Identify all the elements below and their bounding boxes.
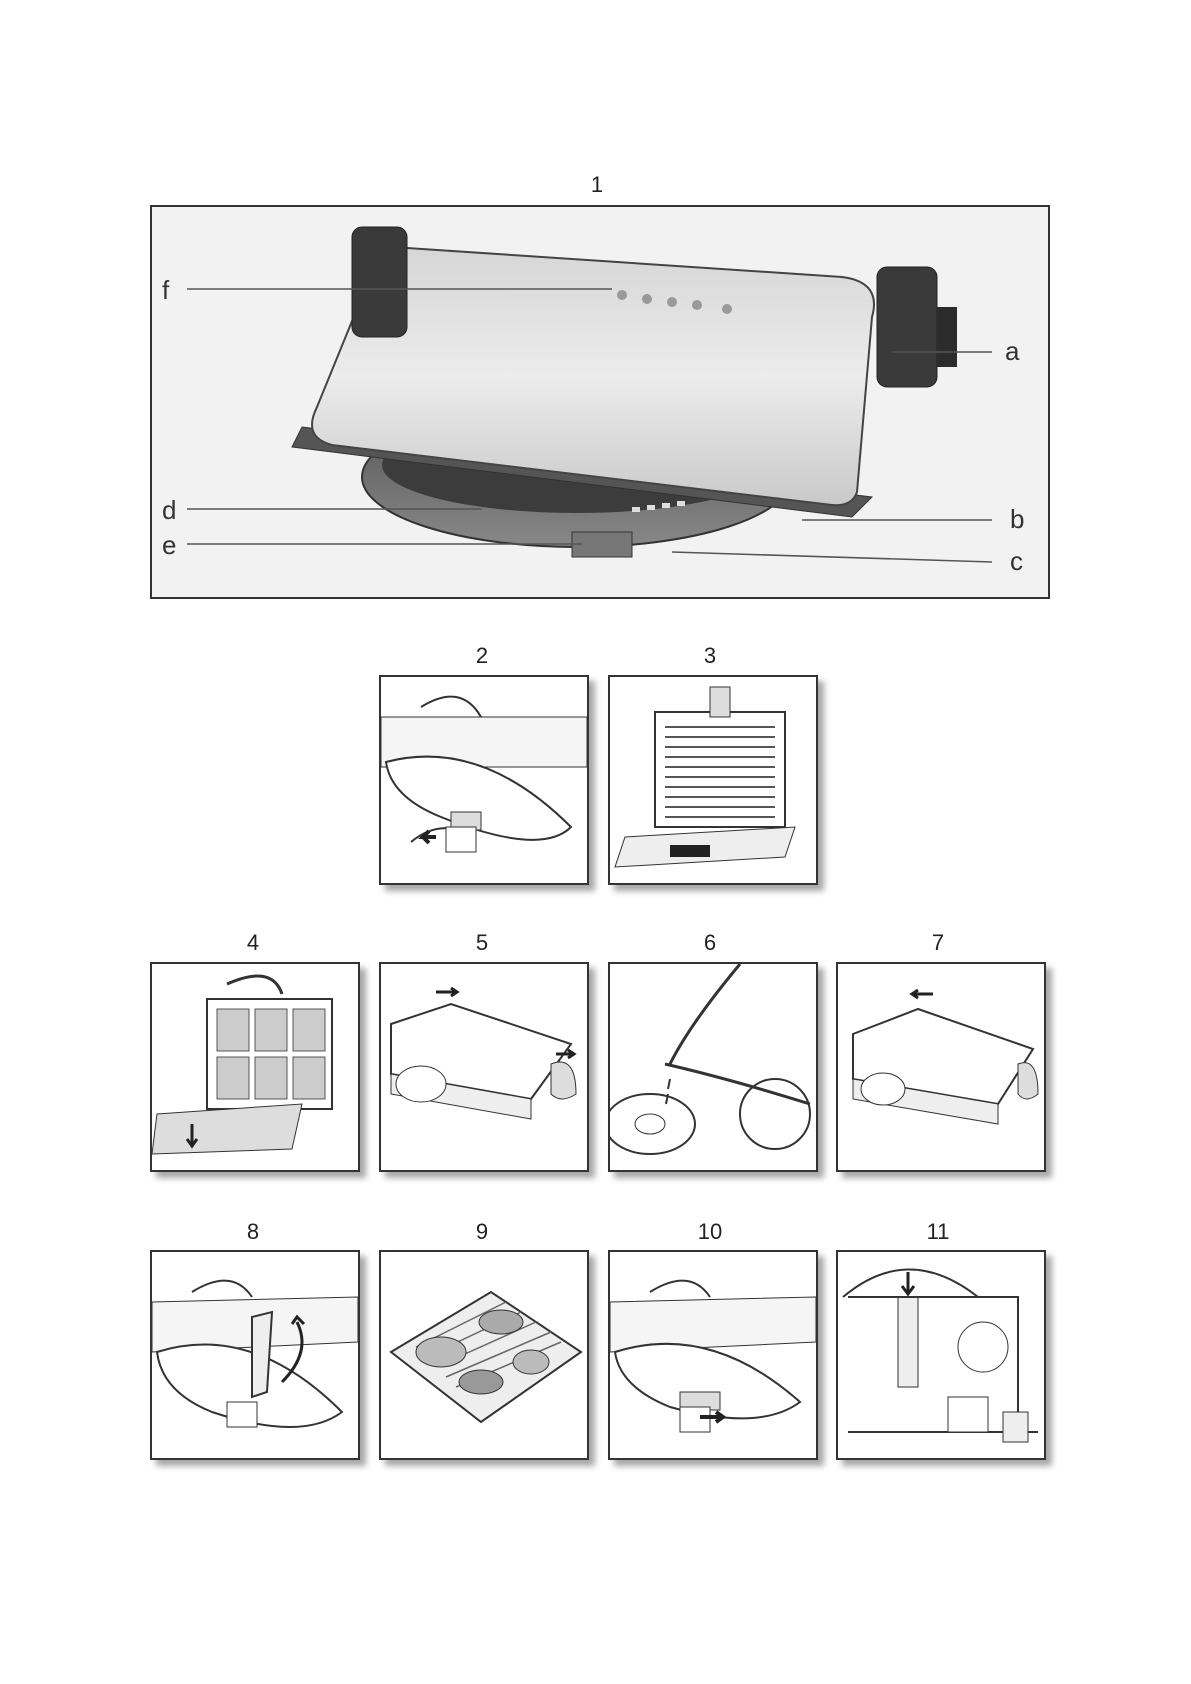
figure-number-5: 5 <box>462 930 502 956</box>
waffle-plates-icon <box>152 964 358 1170</box>
storage-upright-icon <box>838 1252 1044 1458</box>
figure-number-3: 3 <box>690 643 730 669</box>
figure-number-4: 4 <box>233 930 273 956</box>
callout-d: d <box>162 495 176 526</box>
callout-e: e <box>162 530 176 561</box>
callout-b: b <box>1010 504 1024 535</box>
figure-number-6: 6 <box>690 930 730 956</box>
figure-number-1: 1 <box>577 172 617 198</box>
open-grill-plates-icon <box>610 677 816 883</box>
step-10-panel <box>608 1250 818 1460</box>
drip-tray-icon <box>610 964 816 1170</box>
figure-number-9: 9 <box>462 1219 502 1245</box>
grilling-food-icon <box>381 1252 587 1458</box>
figure-number-11: 11 <box>918 1219 958 1245</box>
callout-c: c <box>1010 546 1023 577</box>
step-9-panel <box>379 1250 589 1460</box>
figure-number-8: 8 <box>233 1219 273 1245</box>
step-5-panel <box>379 962 589 1172</box>
step-7-panel <box>836 962 1046 1172</box>
closed-grill-lever-icon <box>381 964 587 1170</box>
left-hinge <box>352 227 407 337</box>
contact-grill-illustration <box>152 207 1048 597</box>
step-4-panel <box>150 962 360 1172</box>
step-2-panel <box>379 675 589 885</box>
figure-number-2: 2 <box>462 643 502 669</box>
figure-number-10: 10 <box>690 1219 730 1245</box>
main-grill-figure <box>150 205 1050 599</box>
latch-slide-icon <box>610 1252 816 1458</box>
figure-number-7: 7 <box>918 930 958 956</box>
step-6-panel <box>608 962 818 1172</box>
lever-lift-icon <box>152 1252 358 1458</box>
step-11-panel <box>836 1250 1046 1460</box>
step-3-panel <box>608 675 818 885</box>
closed-grill-light-icon <box>838 964 1044 1170</box>
step-8-panel <box>150 1250 360 1460</box>
right-hinge <box>877 267 937 387</box>
callout-a: a <box>1005 336 1019 367</box>
callout-f: f <box>162 275 169 306</box>
hand-unlatching-lid-icon <box>381 677 587 883</box>
